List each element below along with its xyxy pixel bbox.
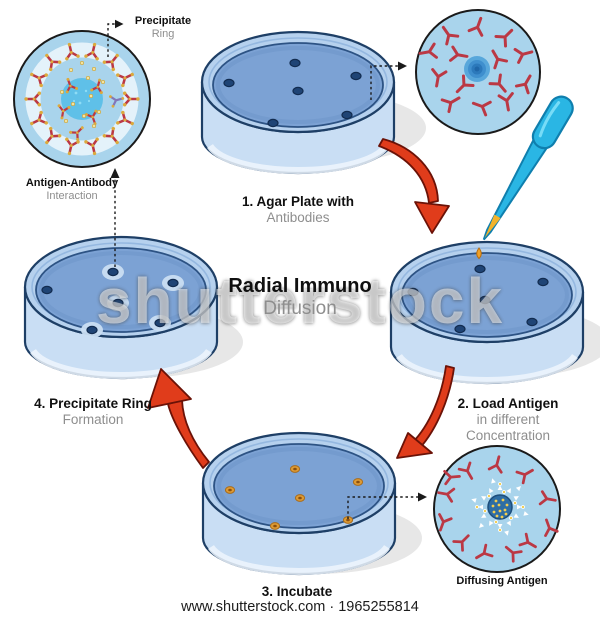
petri-dish-load-antigen bbox=[391, 242, 583, 383]
arrow-step1-to-step2 bbox=[378, 138, 450, 234]
antigen-well-concentrated bbox=[487, 494, 513, 520]
callout-diffusing-antigen: Diffusing Antigen bbox=[456, 575, 548, 587]
free-antigen-dots bbox=[59, 60, 106, 129]
connector-dish1-to-zoom bbox=[370, 65, 399, 100]
precipitate-label: Precipitate bbox=[134, 15, 192, 27]
watermark-footer-url: www.shutterstock.com · 1965255814 bbox=[181, 599, 419, 615]
zoom-circle-antibodies bbox=[415, 9, 541, 135]
petri-dish-precipitate-rings bbox=[25, 237, 217, 378]
central-antigen-well bbox=[61, 78, 103, 120]
diagram-title: Radial Immuno Diffusion bbox=[200, 274, 400, 321]
step-3-label: 3. Incubate bbox=[261, 584, 333, 599]
central-well bbox=[464, 56, 490, 82]
diffusion-halo bbox=[470, 477, 530, 537]
pipette-dropper bbox=[482, 95, 574, 241]
pipette-tip-antigen bbox=[484, 214, 501, 238]
callout-precipitate-ring: Precipitate Ring bbox=[124, 15, 202, 41]
title-sub: Diffusion bbox=[263, 298, 337, 319]
step-4-label: 4. Precipitate Ring Formation bbox=[34, 396, 152, 427]
petri-dish-incubate bbox=[203, 433, 395, 574]
title-main: Radial Immuno bbox=[228, 275, 372, 297]
connector-dish3-to-zoom bbox=[347, 496, 419, 519]
zoom-circle-diffusing-antigen bbox=[433, 445, 561, 573]
arrow-step2-to-step3 bbox=[396, 365, 455, 459]
antigen-droplet bbox=[476, 247, 482, 260]
petri-dish-agar-antibodies bbox=[202, 32, 394, 173]
step-2-label: 2. Load Antigen in different Concentrati… bbox=[457, 396, 559, 443]
callout-antigen-antibody: Antigen-Antibody Interaction bbox=[25, 177, 119, 202]
dotted-connector-heads bbox=[110, 19, 427, 502]
zoom-circle-precipitate-ring bbox=[13, 30, 151, 168]
arrow-step3-to-step4 bbox=[147, 368, 210, 469]
step-1-label: 1. Agar Plate with Antibodies bbox=[241, 194, 355, 225]
connector-ring-to-label bbox=[107, 23, 116, 57]
process-arrows bbox=[147, 138, 455, 469]
dotted-connectors bbox=[107, 23, 419, 519]
precipitate-sublabel: Ring bbox=[151, 27, 175, 40]
